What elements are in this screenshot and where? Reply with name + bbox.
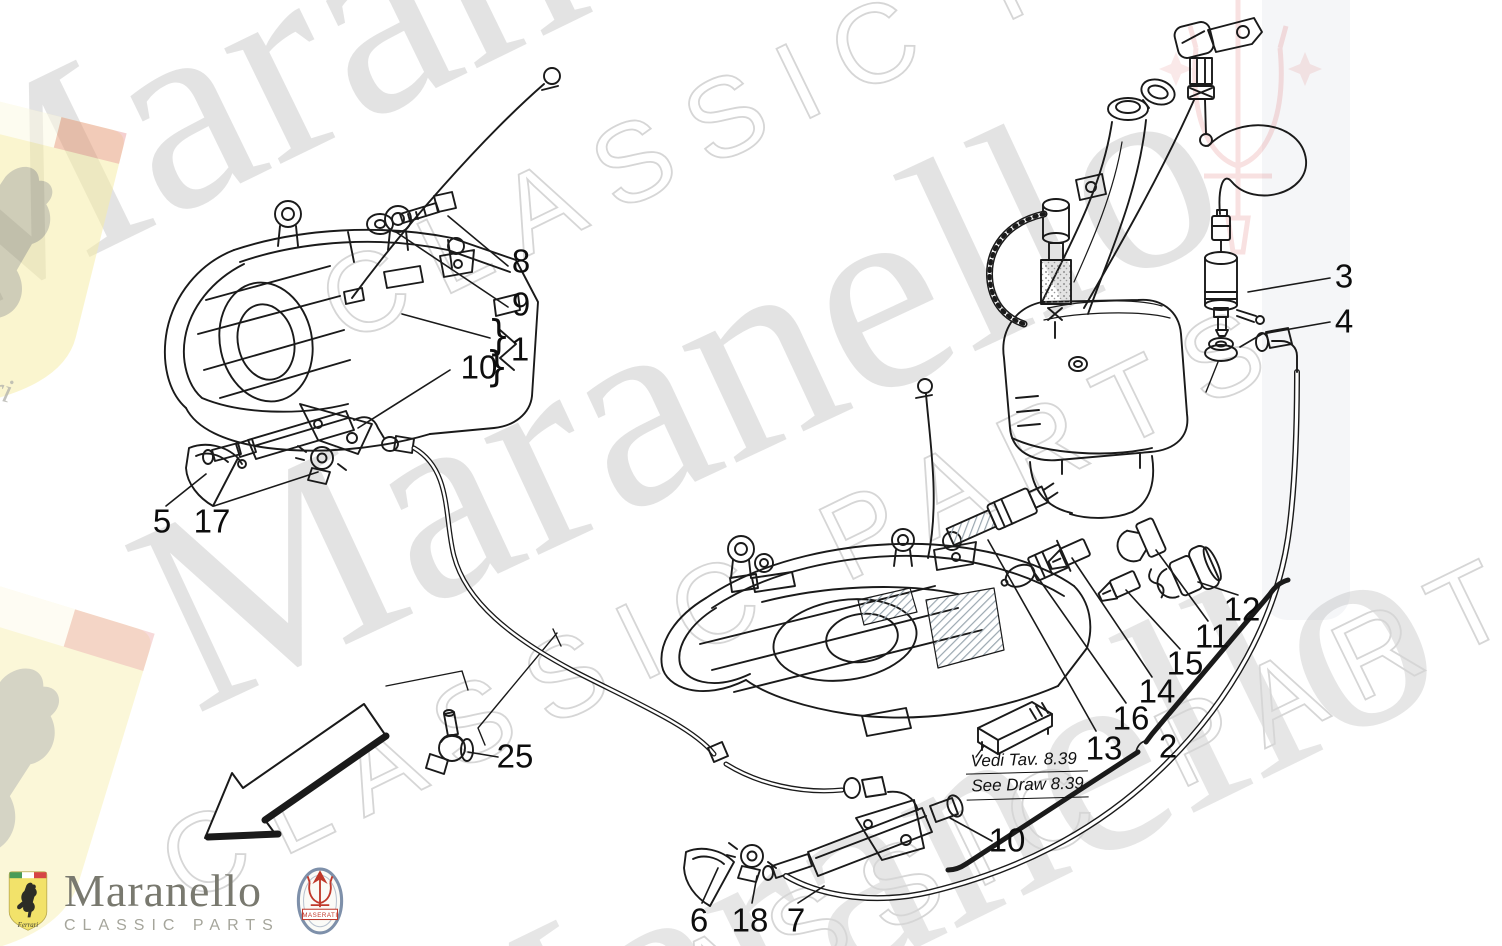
nozzle-cover-5 [185,443,247,507]
washer-reservoir [986,78,1189,519]
headlight-bolt-and-washer [366,191,457,235]
washer-jet-17 [295,445,347,485]
callout-10[interactable]: 10 [460,348,498,386]
maserati-badge-label: MASERATI [302,912,337,919]
left-washer-actuator [202,403,415,465]
callout-5[interactable]: 5 [152,502,172,540]
bottom-washer-actuator [762,794,964,881]
grouping-brace: } [487,311,511,360]
washer-hose-7 [783,327,1300,902]
reference-note-italian: Vedi Tav. 8.39 [965,746,1089,775]
callout-10[interactable]: 10 [988,821,1026,859]
nozzle-cover-6 [683,847,735,907]
direction-arrow-icon [204,703,390,841]
callout-12[interactable]: 12 [1223,590,1261,628]
callout-3[interactable]: 3 [1334,257,1354,295]
callout-2[interactable]: 2 [1158,727,1178,765]
callout-11[interactable]: 11 [1194,617,1230,655]
wedge-bulb-14 [1047,538,1091,570]
ferrari-shield-icon: Ferrari [8,871,48,931]
callout-1[interactable]: 1 [510,330,530,368]
callout-15[interactable]: 15 [1166,644,1204,682]
left-headlight-unit [163,67,561,452]
maserati-badge-icon: MASERATI [296,867,343,935]
pump-cable-assembly [1083,17,1307,309]
callout-4[interactable]: 4 [1334,302,1354,340]
wiring-cable-2 [945,577,1291,873]
callout-7[interactable]: 7 [786,901,806,939]
body-panel-lines [385,628,562,746]
callout-6[interactable]: 6 [689,901,709,939]
right-headlight-unit [660,378,1092,737]
callout-13[interactable]: 13 [1085,729,1123,767]
ferrari-badge-label: Ferrari [17,922,39,929]
washer-hose-left [411,445,919,811]
control-unit-box [975,701,1053,758]
xenon-bulb-13 [945,482,1059,547]
callout-16[interactable]: 16 [1112,699,1150,737]
grouping-brace: } [485,342,509,391]
retaining-clip-25 [425,709,474,775]
washer-jet-18 [726,842,777,883]
callout-18[interactable]: 18 [731,901,769,939]
brand-name: Maranello [64,864,263,916]
washer-pump-3 [1204,251,1265,337]
bulb-holder-12 [1148,545,1222,599]
brand-tagline: CLASSIC PARTS [64,916,280,934]
leader-lines [165,215,1331,904]
callout-17[interactable]: 17 [193,502,231,540]
callout-9[interactable]: 9 [511,285,531,323]
reference-note-english: See Draw 8.39 [966,771,1090,801]
callout-8[interactable]: 8 [511,242,531,280]
drawing-reference-note: Vedi Tav. 8.39 See Draw 8.39 [965,746,1090,801]
callout-14[interactable]: 14 [1138,672,1176,710]
callout-25[interactable]: 25 [496,737,534,775]
footer-brand-logo: Ferrari Maranello CLASSIC PARTS MASERATI [8,866,344,936]
grommet-4 [1204,337,1238,393]
